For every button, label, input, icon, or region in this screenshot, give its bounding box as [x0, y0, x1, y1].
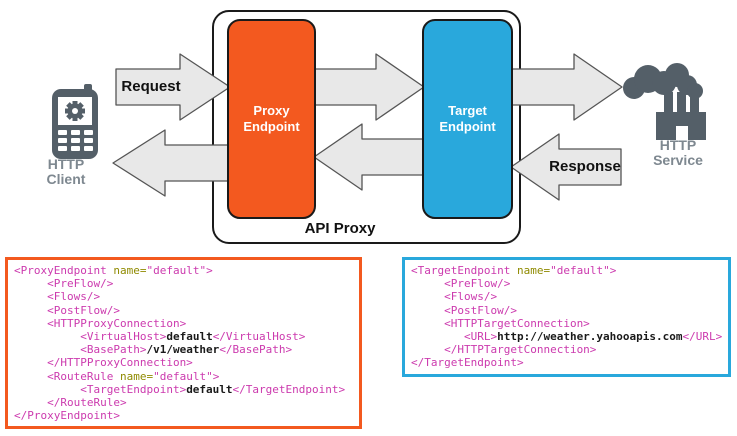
smoke-cloud-icon [623, 63, 703, 99]
http-service-label: HTTP Service [653, 137, 703, 168]
code-line: <VirtualHost>default</VirtualHost> [14, 330, 306, 344]
phone-icon [52, 84, 98, 159]
target-endpoint-label: Target Endpoint [439, 103, 496, 134]
code-line: <URL>http://weather.yahooapis.com</URL> [411, 330, 723, 344]
code-line: <PostFlow/> [14, 303, 120, 317]
code-line: <BasePath>/v1/weather</BasePath> [14, 343, 293, 357]
request-label: Request [121, 78, 181, 95]
proxy-endpoint-box [227, 19, 316, 219]
code-line: <HTTPTargetConnection> [411, 316, 590, 330]
proxy-endpoint-xml-panel: <ProxyEndpoint name="default"> <PreFlow/… [5, 257, 362, 430]
code-line: <TargetEndpoint>default</TargetEndpoint> [14, 382, 346, 396]
code-line: <RouteRule name="default"> [14, 369, 220, 383]
target-to-service-arrow [509, 53, 623, 121]
keypad [58, 130, 93, 151]
code-line: <PreFlow/> [14, 277, 114, 291]
proxy-to-target-arrow [314, 53, 425, 121]
code-line: <Flows/> [411, 290, 498, 304]
target-endpoint-box [422, 19, 513, 219]
factory-icon [623, 63, 706, 140]
response-label: Response [549, 158, 621, 175]
code-line: <Flows/> [14, 290, 101, 304]
code-line: <HTTPProxyConnection> [14, 316, 187, 330]
response-arrow [510, 133, 622, 201]
proxy-endpoint-label: Proxy Endpoint [243, 103, 300, 134]
api-proxy-label: API Proxy [304, 220, 376, 237]
code-line: <ProxyEndpoint name="default"> [14, 264, 213, 277]
target-endpoint-xml-panel: <TargetEndpoint name="default"> <PreFlow… [402, 257, 731, 377]
code-line: </HTTPTargetConnection> [411, 343, 597, 357]
code-line: <TargetEndpoint name="default"> [411, 264, 617, 277]
code-line: </RouteRule> [14, 396, 127, 410]
code-line: <PreFlow/> [411, 277, 511, 291]
code-line: <PostFlow/> [411, 303, 517, 317]
code-line: </HTTPProxyConnection> [14, 356, 193, 370]
code-line: </TargetEndpoint> [411, 356, 524, 370]
gear-icon [65, 101, 85, 121]
request-arrow [115, 53, 231, 121]
code-line: </ProxyEndpoint> [14, 409, 120, 423]
http-client-label: HTTP Client [46, 156, 86, 187]
